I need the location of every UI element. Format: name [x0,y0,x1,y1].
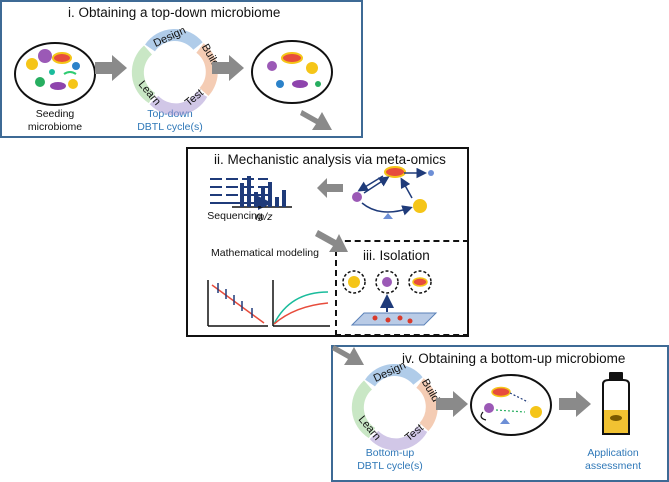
seeding-label-line1: Seeding [35,108,75,120]
arrow-seed-to-cycle [95,55,127,81]
bottom-up-dbtl-cycle-icon: Design Build Test Learn [351,359,441,451]
panel-i-title: i. Obtaining a top-down microbiome [68,5,281,20]
bottom-up-community-icon [470,374,552,436]
arrow-to-panel-iv [332,345,364,365]
arrow-to-isolation [315,230,348,252]
linear-model-plot-icon [207,280,268,327]
bu-cycle-design: Design [372,359,408,384]
mass-spectrum-icon [232,176,292,208]
mz-label: m/z [255,211,273,223]
top-down-microbiome-icon [251,40,333,104]
application-bottle-icon [602,372,630,435]
seeding-label-line2: microbiome [27,121,83,133]
bottom-up-dbtl-label-line1: Bottom-up [365,447,415,459]
top-down-dbtl-cycle-icon: Design Build Test Learn [131,24,221,116]
application-label-line2: assessment [584,460,642,472]
application-label-line1: Application [587,447,639,459]
panel-isolation [335,240,469,336]
panel-iii-title: iii. Isolation [363,248,430,263]
bottom-up-dbtl-label-line2: DBTL cycle(s) [357,460,423,472]
sequencing-icon [210,178,272,210]
td-cycle-design: Design [152,24,188,49]
agar-plate-icon [350,312,438,326]
sequencing-label: Sequencing [207,210,263,222]
modeling-label: Mathematical modeling [211,247,319,259]
top-down-dbtl-label-line2: DBTL cycle(s) [137,121,203,133]
arrow-to-panel-ii [300,110,332,130]
arrow-community-to-bottle [559,391,591,417]
arrow-bu-cycle-to-community [436,391,468,417]
panel-ii-title: ii. Mechanistic analysis via meta-omics [214,152,446,167]
arrow-cycle-to-result [212,55,244,81]
growth-curve-plot-icon [272,280,330,327]
panel-iv-title: iv. Obtaining a bottom-up microbiome [402,351,626,366]
isolated-strains-icon [342,270,432,312]
interaction-network-icon [317,166,434,219]
seeding-microbiome-icon [14,42,96,106]
